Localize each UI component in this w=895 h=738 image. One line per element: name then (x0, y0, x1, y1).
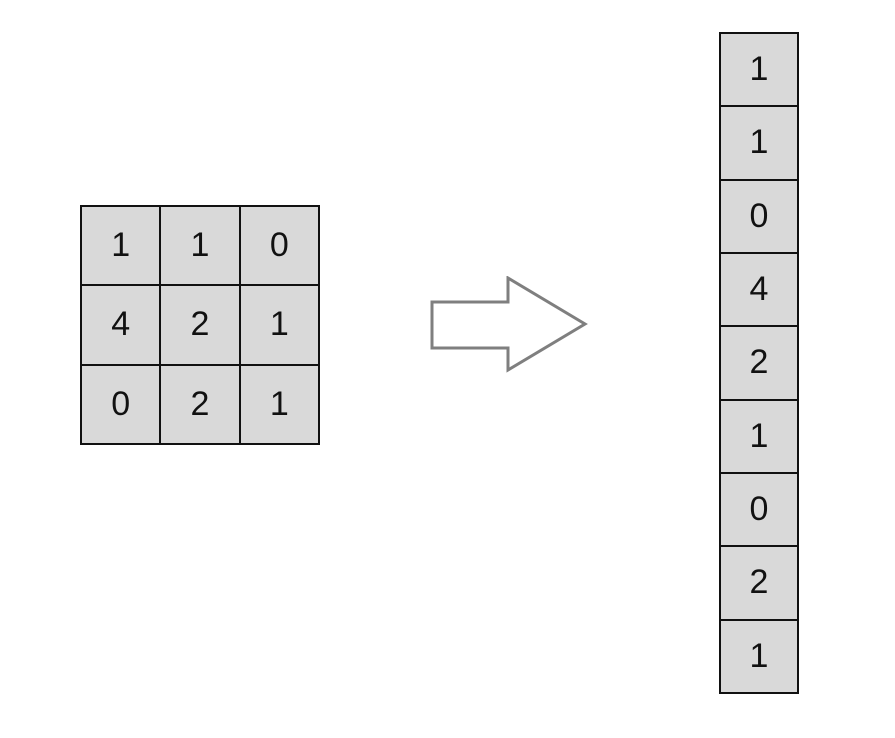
input-matrix-3x3: 1 1 0 4 2 1 0 2 1 (80, 205, 320, 445)
vector-cell: 1 (721, 620, 797, 694)
matrix-cell: 0 (82, 365, 162, 445)
vector-cell: 2 (721, 547, 797, 621)
vector-cell: 1 (721, 400, 797, 474)
matrix-cell: 0 (240, 207, 320, 287)
matrix-cell: 1 (240, 286, 320, 366)
matrix-cell: 1 (240, 365, 320, 445)
vector-cell: 0 (721, 180, 797, 254)
matrix-cell: 2 (161, 365, 241, 445)
matrix-cell: 2 (161, 286, 241, 366)
matrix-cell: 4 (82, 286, 162, 366)
vector-cell: 0 (721, 473, 797, 548)
matrix-cell: 1 (161, 207, 241, 287)
vector-cell: 2 (721, 327, 797, 401)
vector-cell: 1 (721, 107, 797, 181)
vector-cell: 4 (721, 253, 797, 328)
right-arrow-icon (430, 276, 588, 373)
flattened-vector: 1 1 0 4 2 1 0 2 1 (719, 32, 799, 694)
matrix-cell: 1 (82, 207, 162, 287)
vector-cell: 1 (721, 34, 797, 108)
